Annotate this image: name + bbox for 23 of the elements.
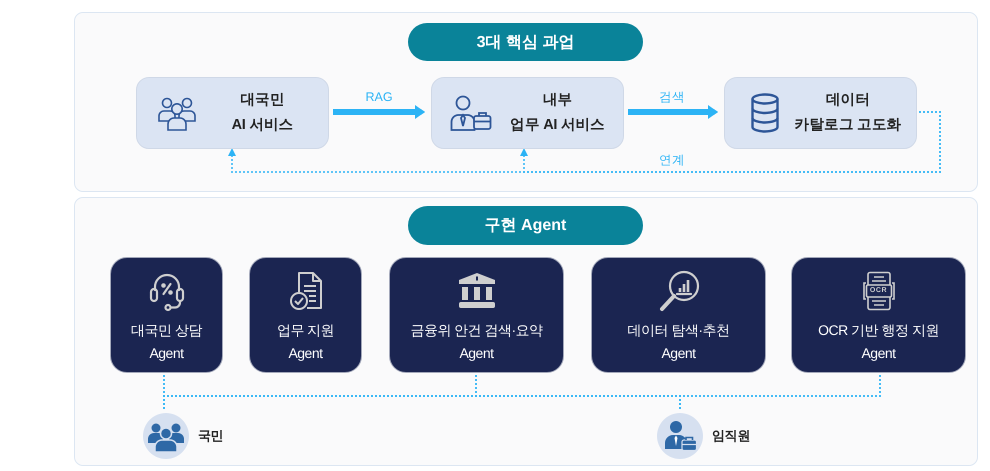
agent-card <box>389 257 564 373</box>
agent-title: 데이터 탐색·추천 Agent <box>627 321 730 363</box>
section-panel <box>74 197 978 466</box>
agent-title: 금융위 안건 검색·요약 Agent <box>410 321 543 363</box>
agent-title: OCR 기반 행정 지원 Agent <box>818 321 939 363</box>
service-box <box>136 77 329 149</box>
section-heading: 3대 핵심 과업 <box>408 23 643 61</box>
agent-title: 업무 지원 Agent <box>276 321 334 363</box>
agent-card <box>110 257 223 373</box>
agent-title: 대국민 상담 Agent <box>131 321 202 363</box>
section-heading: 구현 Agent <box>408 206 643 245</box>
service-title: 데이터 카탈로그 고도화 <box>794 91 902 135</box>
person-label: 국민 <box>198 427 224 445</box>
agent-card <box>591 257 766 373</box>
agent-card <box>249 257 362 373</box>
person-label: 임직원 <box>712 427 750 445</box>
dotted-arrow <box>228 111 941 173</box>
section-panel <box>74 12 978 192</box>
agent-card <box>791 257 966 373</box>
service-box <box>724 77 917 149</box>
service-title: 대국민 AI 서비스 <box>230 91 294 135</box>
service-title: 내부 업무 AI 서비스 <box>509 91 606 135</box>
service-box <box>431 77 624 149</box>
